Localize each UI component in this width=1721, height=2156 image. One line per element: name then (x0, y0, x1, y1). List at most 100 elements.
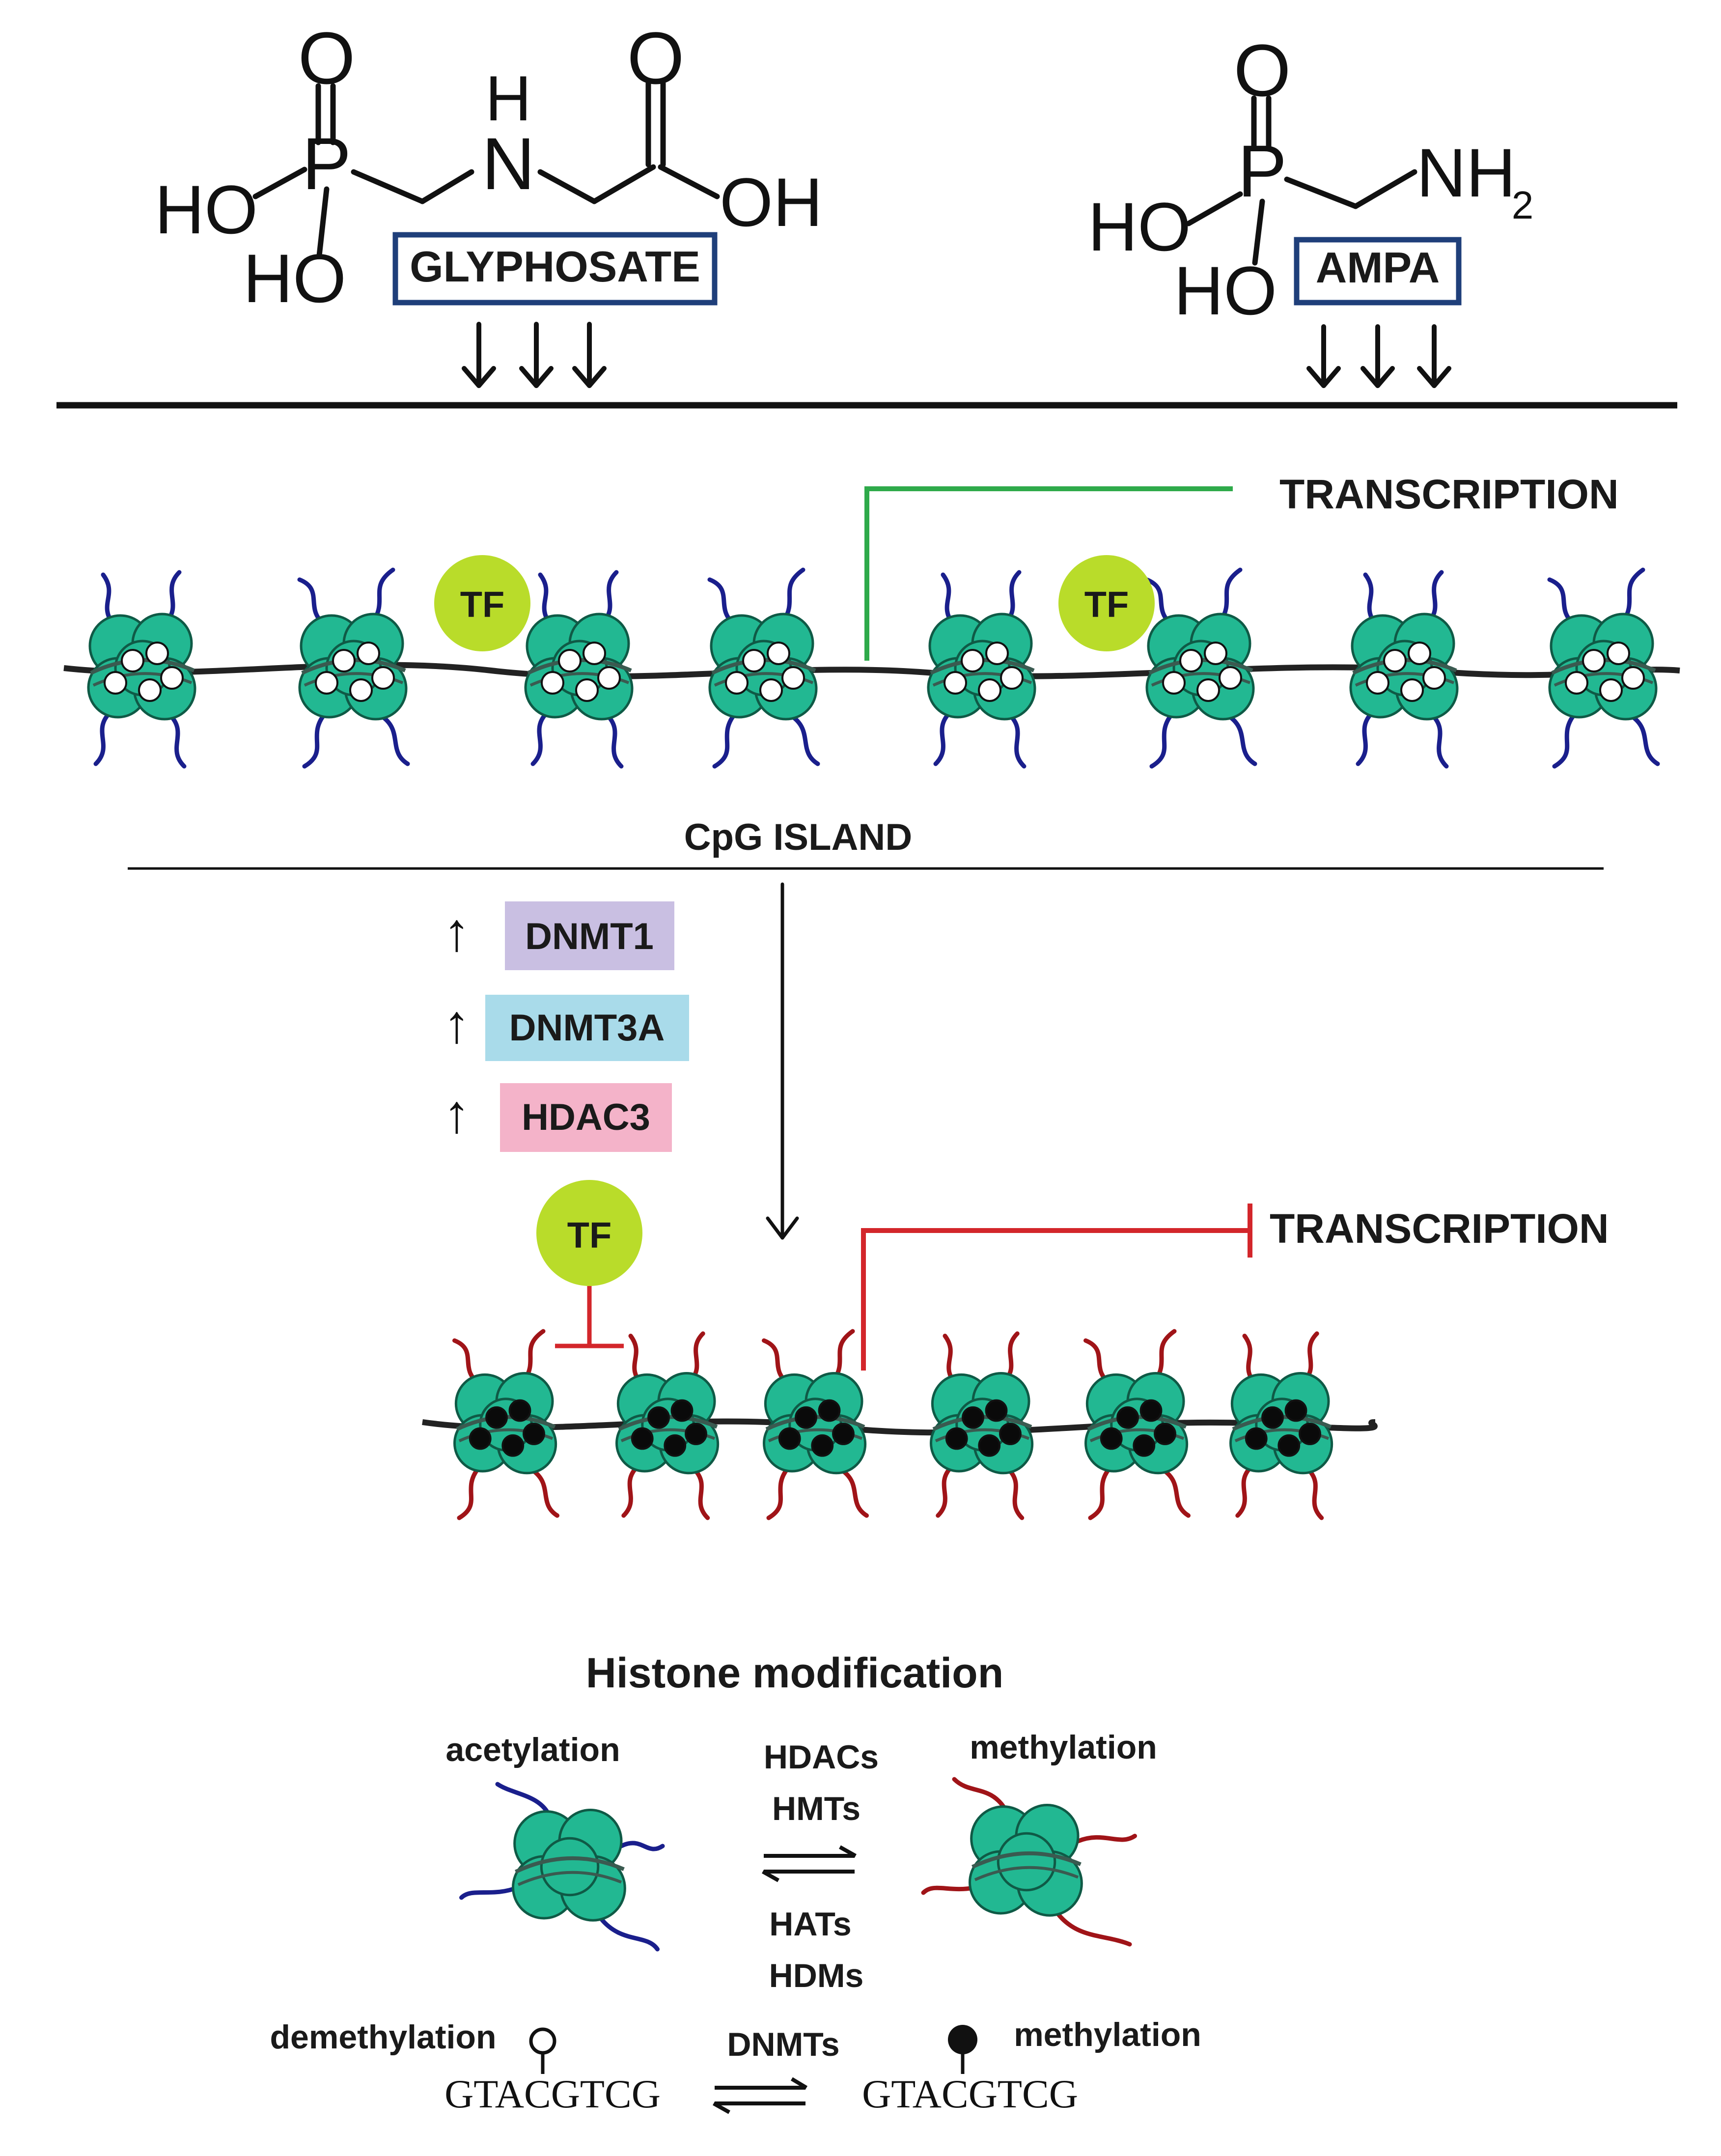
methylated-cpg-icon (501, 1434, 525, 1457)
histone-tail (1055, 1911, 1132, 1947)
enzyme-label: HDAC3 (522, 1096, 650, 1138)
methylated-cpg-icon (948, 2025, 977, 2074)
histone-tail (791, 715, 820, 766)
nucleosome (930, 1331, 1034, 1520)
histone-tail (621, 1466, 638, 1518)
unmethylated-cpg-icon (315, 671, 338, 695)
methylated-cpg-icon (664, 1434, 687, 1457)
enzyme-box (485, 995, 689, 1061)
unmethylated-cpg-icon (781, 666, 805, 690)
legend-title: Histone modification (586, 1650, 1003, 1697)
atom-subscript: 2 (1512, 183, 1534, 227)
methylated-cpg-icon (1133, 1434, 1156, 1457)
histone-tail (457, 1466, 480, 1520)
atom-ho: HO (155, 171, 258, 248)
methylated-cpg-icon (1139, 1399, 1163, 1422)
histone-tail (1009, 715, 1027, 769)
unmethylated-cpg-icon (332, 649, 356, 672)
repression-line (861, 1228, 1250, 1371)
methylated-cpg-icon (485, 1406, 508, 1429)
nucleosome (459, 1782, 665, 1952)
histone-tail (598, 1916, 660, 1952)
transition-arrow (766, 882, 799, 1240)
unmethylated-cpg-icon (121, 649, 144, 672)
methylated-cpg-icon (778, 1427, 801, 1450)
unmethylated-cpg-icon (145, 642, 169, 665)
unmethylated-cpg-icon (349, 678, 373, 702)
methylated-cpg-icon (1116, 1406, 1139, 1429)
histone-tail (921, 1885, 977, 1895)
unmethylated-cpg-icon (1179, 649, 1203, 672)
ampa-label-box (1294, 237, 1462, 306)
histone-tail (936, 1466, 952, 1518)
dnmts-label: DNMTs (727, 2026, 839, 2063)
unmethylated-cpg-icon (1204, 642, 1227, 665)
up-arrow-icon: ↑ (444, 994, 471, 1054)
methylated-cpg-icon (818, 1399, 841, 1422)
atom-o: O (298, 17, 356, 99)
nucleosome (1547, 567, 1660, 769)
histone-tail (712, 712, 737, 769)
unmethylated-cpg-icon (371, 666, 395, 690)
histone-tail (607, 715, 624, 769)
unmethylated-cpg-icon (1000, 666, 1024, 690)
ampa-label: AMPA (1316, 243, 1440, 292)
unmethylated-cpg-icon (597, 666, 621, 690)
methylated-cpg-icon (962, 1406, 984, 1429)
nucleosome (1144, 567, 1257, 769)
unmethylated-cpg-icon (357, 642, 380, 665)
unmethylated-cpg-icon (160, 666, 184, 690)
histone-tail (694, 1469, 710, 1520)
unmethylated-cpg-icon (1422, 666, 1446, 690)
enzyme-box (500, 1083, 672, 1152)
atom-nh: NH (1416, 134, 1516, 211)
unmethylated-cpg-icon (1400, 678, 1424, 702)
enzyme-hdms: HDMs (769, 1957, 864, 1994)
methylated-cpg-icon (978, 1434, 1001, 1457)
equilibrium-arrow-icon (762, 1845, 857, 1882)
methylated-cpg-icon (1261, 1406, 1284, 1429)
activation-arrow (864, 486, 1233, 661)
unmethylated-cpg-icon (1607, 642, 1630, 665)
acetylation-label: acetylation (445, 1731, 620, 1768)
unmethylated-cpg-icon (985, 642, 1009, 665)
methylated-cpg-icon (985, 1399, 1008, 1422)
atom-o: O (1234, 29, 1291, 112)
transcription-factor-blocked: TF (536, 1180, 642, 1348)
unmethylated-cpg-icon (1565, 671, 1588, 695)
unmethylated-cpg-icon (583, 642, 606, 665)
tf-label: TF (460, 584, 504, 625)
unmethylated-cpg-icon (725, 671, 749, 695)
unmethylated-cpg-icon (1582, 649, 1606, 672)
methylated-cpg-icon (647, 1406, 670, 1429)
methylated-cpg-icon (1284, 1399, 1307, 1422)
histone-tail (619, 1841, 665, 1851)
histone-tail (1088, 1466, 1111, 1520)
enzyme-label: DNMT3A (509, 1007, 665, 1049)
atom-p: P (1238, 130, 1287, 212)
histone-methylation-label: methylation (970, 1729, 1157, 1766)
nucleosome (452, 1329, 560, 1520)
histone-tail (766, 1466, 790, 1520)
histone-tail (93, 712, 111, 766)
unmethylated-cpg-icon (1366, 671, 1389, 695)
nucleosome (1229, 1331, 1333, 1520)
demethylation-label: demethylation (270, 2018, 497, 2056)
enzyme-hdac3: ↑ HDAC3 (444, 1083, 672, 1152)
histone-tail (531, 1469, 560, 1518)
repressed-chromatin: TF TRANSCRIPTION (422, 1180, 1609, 1520)
methylated-cpg-icon (685, 1423, 707, 1445)
nucleosome (1349, 570, 1459, 769)
enzyme-list: ↑ DNMT1 ↑ DNMT3A ↑ HDAC3 (444, 901, 689, 1152)
transcription-label-active: TRANSCRIPTION (1279, 471, 1619, 517)
methylated-cpg-icon (1299, 1423, 1321, 1445)
unmethylated-cpg-icon (742, 649, 766, 672)
unmethylated-cpg-icon (1219, 666, 1242, 690)
unmethylated-cpg-icon (1621, 666, 1645, 690)
unmethylated-cpg-icon (767, 642, 790, 665)
enzyme-hdacs: HDACs (764, 1738, 879, 1776)
histone-tail (1235, 1466, 1251, 1518)
unmethylated-cpg-icon (1162, 671, 1186, 695)
atom-oh: OH (720, 164, 823, 241)
ampa-structure: O P HO HO NH 2 AMPA (1088, 29, 1534, 388)
